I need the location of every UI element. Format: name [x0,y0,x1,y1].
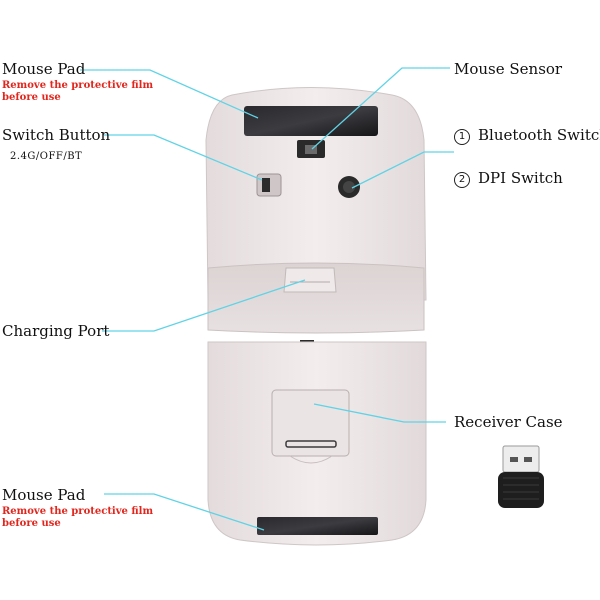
mouse-hinge-flap [207,262,425,334]
label-dpi-switch: 2 DPI Switch [454,169,563,188]
label-receiver-case: Receiver Case [454,413,563,431]
charging-port-tab [283,267,337,293]
bluetooth-switch-text: Bluetooth Switch [478,126,600,144]
receiver-case [271,389,350,457]
label-mouse-pad-top: Mouse Pad [2,60,86,78]
label-bluetooth-switch: 1 Bluetooth Switch [454,126,600,145]
leader-receiver-case [313,403,446,423]
note-mouse-pad-top-1: Remove the protective film [2,80,154,91]
leader-dpi-switch [351,151,454,189]
label-mouse-pad-bottom: Mouse Pad [2,486,86,504]
label-mouse-sensor: Mouse Sensor [454,60,563,78]
note-mouse-pad-bottom-1: Remove the protective film [2,506,154,517]
leader-switch-button [104,134,263,181]
leader-mouse-pad-top [80,69,259,119]
dpi-switch-text: DPI Switch [478,169,563,187]
label-switch-button: Switch Button [2,126,111,144]
usb-receiver-icon [498,445,544,508]
label-charging-port: Charging Port [2,322,110,340]
number-two-badge: 2 [454,172,470,188]
leader-mouse-sensor [311,67,450,150]
mouse-pad-bottom [257,517,378,535]
label-switch-modes: 2.4G/OFF/BT [10,151,83,162]
mouse-upper-body [205,87,427,301]
leader-charging-port [102,279,306,332]
leader-lines [80,67,454,531]
note-mouse-pad-bottom-2: before use [2,518,61,529]
note-mouse-pad-top-2: before use [2,92,61,103]
leader-mouse-pad-bottom [104,493,265,531]
number-one-badge: 1 [454,129,470,145]
mouse-pad-top [244,106,378,136]
